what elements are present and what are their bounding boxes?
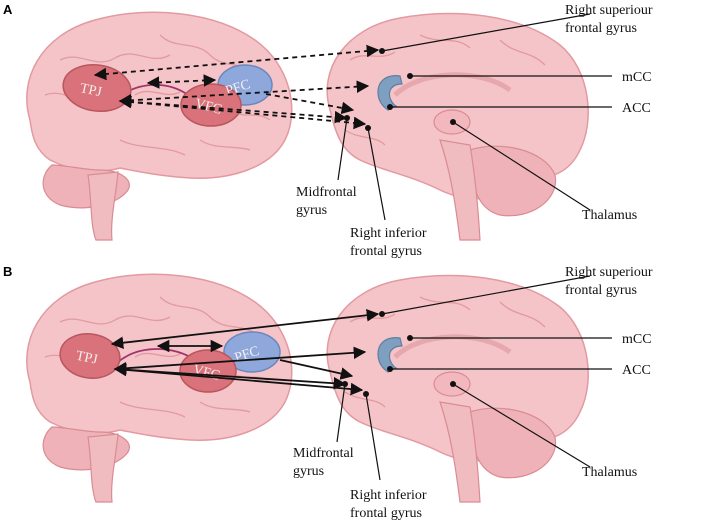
cingulate-region-b xyxy=(377,337,403,373)
conn-tpj-superior-a xyxy=(93,44,380,81)
label-acc-b: ACC xyxy=(622,363,651,378)
label-right-inferior-a: Right inferior xyxy=(350,226,427,241)
conn-tpj-cingulate-a xyxy=(118,80,370,107)
label-right-inferior-a-2: frontal gyrus xyxy=(350,244,422,259)
conn-pfc-midfrontal-a xyxy=(265,93,355,115)
label-mcc-b: mCC xyxy=(622,332,652,347)
cerebellum-sagittal xyxy=(469,407,557,479)
panel-a: A TPJ PFC VFC xyxy=(3,2,653,259)
brainstem-sagittal xyxy=(439,401,481,503)
label-midfrontal-a-2: gyrus xyxy=(296,203,327,218)
label-dots-a xyxy=(344,48,456,131)
label-midfrontal-a: Midfrontal xyxy=(296,185,357,200)
tpj-label-a: TPJ xyxy=(79,81,104,100)
corpus-callosum xyxy=(393,334,512,359)
sagittal-brain-b xyxy=(326,274,589,503)
corpus-callosum xyxy=(393,72,512,97)
panel-letter-b: B xyxy=(3,264,12,279)
lateral-brain-b xyxy=(26,273,293,503)
sagittal-brain-a xyxy=(326,12,589,241)
leaders-a xyxy=(337,13,612,221)
label-right-inferior-b: Right inferior xyxy=(350,488,427,503)
label-midfrontal-b: Midfrontal xyxy=(293,446,354,461)
label-dots-b xyxy=(342,311,456,397)
label-right-superior-b: Right superiour xyxy=(565,265,653,280)
conn-tpj-superior-b xyxy=(110,309,380,349)
label-right-superior-b-2: frontal gyrus xyxy=(565,283,637,298)
connections-b xyxy=(110,309,380,396)
conn-tpj-inferior-b xyxy=(113,363,364,396)
brainstem-lateral xyxy=(87,433,119,503)
panel-b: B TPJ PFC VFC xyxy=(3,264,653,521)
label-midfrontal-b-2: gyrus xyxy=(293,464,324,479)
brainstem-sagittal xyxy=(439,139,481,241)
leaders-b xyxy=(336,275,612,481)
label-thalamus-b: Thalamus xyxy=(582,465,637,480)
panel-letter-a: A xyxy=(3,2,13,17)
cerebellum-sagittal xyxy=(469,145,557,217)
cingulate-region-a xyxy=(377,75,403,111)
label-acc-a: ACC xyxy=(622,101,651,116)
label-thalamus-a: Thalamus xyxy=(582,208,637,223)
conn-pfc-midfrontal-b xyxy=(279,359,354,380)
lateral-brain-a xyxy=(26,11,293,241)
label-right-superior-a-2: frontal gyrus xyxy=(565,21,637,36)
brainstem-lateral xyxy=(87,171,119,241)
label-mcc-a: mCC xyxy=(622,70,652,85)
connections-a xyxy=(93,44,380,130)
label-right-inferior-b-2: frontal gyrus xyxy=(350,506,422,521)
label-right-superior-a: Right superiour xyxy=(565,3,653,18)
tpj-label-b: TPJ xyxy=(74,349,99,368)
